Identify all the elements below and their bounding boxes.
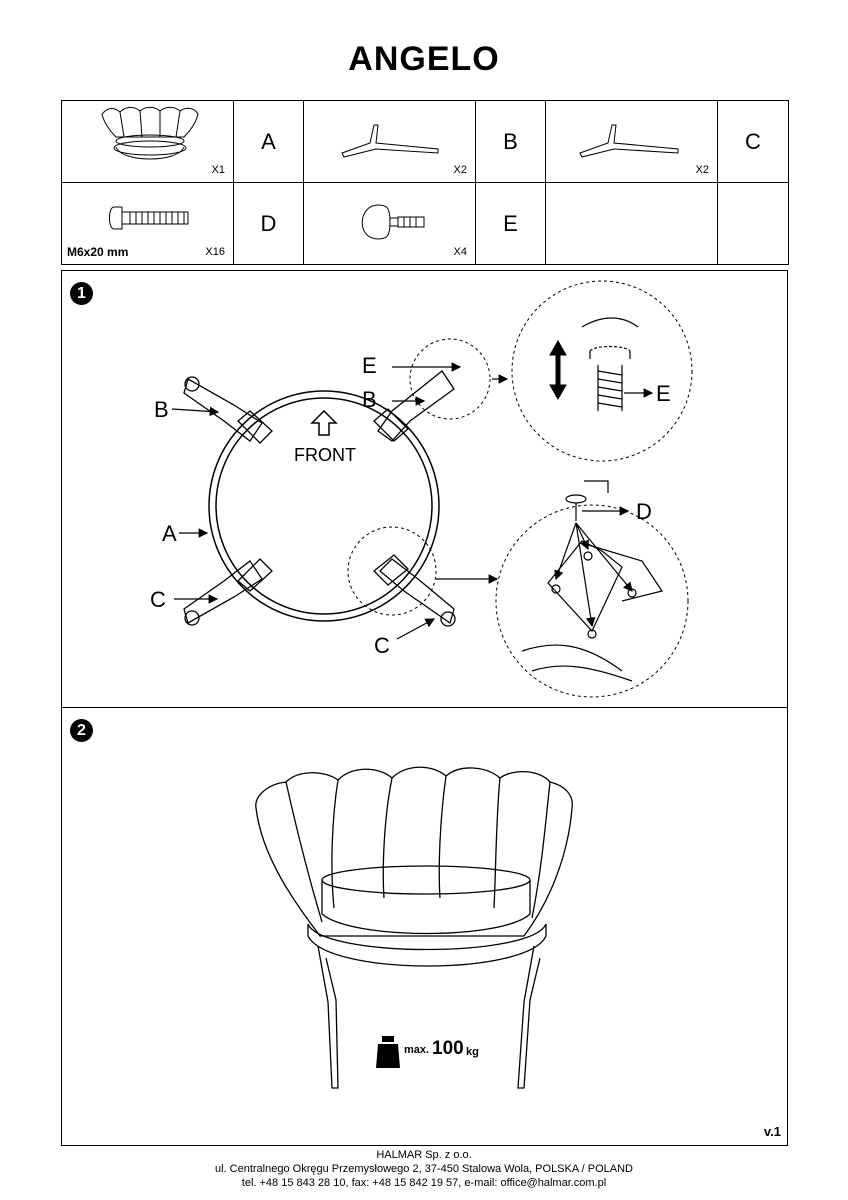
label-c-bottom: C bbox=[374, 633, 390, 658]
leg-c-qty: X2 bbox=[695, 164, 709, 176]
bolt-qty: X16 bbox=[205, 246, 225, 258]
bolt-illustration bbox=[109, 206, 189, 230]
step-1-diagram bbox=[171, 280, 693, 698]
parts-table: X1 A X2 B X2 C bbox=[61, 100, 789, 265]
part-bolt-cell: M6x20 mm X16 bbox=[61, 182, 234, 265]
step-2-panel: 2 max. 100 kg v.1 bbox=[61, 707, 788, 1146]
max-weight-value: 100 bbox=[432, 1038, 464, 1059]
step-2-number: 2 bbox=[70, 719, 93, 742]
front-arrow-icon bbox=[310, 409, 338, 436]
adjust-arrow-icon bbox=[549, 339, 567, 401]
step-1-number: 1 bbox=[70, 282, 93, 305]
seat-ring bbox=[208, 390, 440, 622]
label-e-top: E bbox=[362, 353, 377, 378]
part-d-letter: D bbox=[233, 182, 304, 265]
leg-b-qty: X2 bbox=[453, 164, 467, 176]
footer-contact: tel. +48 15 843 28 10, fax: +48 15 842 1… bbox=[241, 1177, 607, 1189]
label-d-zoom: D bbox=[636, 499, 652, 524]
part-glide-cell: X4 bbox=[303, 182, 476, 265]
label-c-left: C bbox=[150, 587, 166, 612]
label-b-right: B bbox=[362, 387, 377, 412]
seat-illustration bbox=[101, 106, 199, 160]
glide-qty: X4 bbox=[453, 246, 467, 258]
assembled-chair-illustration bbox=[255, 766, 573, 1089]
seat-qty: X1 bbox=[211, 164, 225, 176]
part-b-letter: B bbox=[475, 100, 546, 183]
glide-illustration bbox=[361, 204, 425, 240]
empty-cell-2 bbox=[717, 182, 789, 265]
label-b-left: B bbox=[154, 397, 169, 422]
max-weight-unit: kg bbox=[466, 1046, 479, 1058]
zoom-circles bbox=[347, 280, 693, 698]
part-a-letter: A bbox=[233, 100, 304, 183]
version-label: v.1 bbox=[763, 1124, 781, 1139]
part-leg-c-cell: X2 bbox=[545, 100, 718, 183]
max-weight-prefix: max. bbox=[404, 1044, 430, 1056]
glide-zoom-drawing bbox=[581, 317, 654, 411]
bolt-zoom-drawing bbox=[521, 480, 663, 682]
bolt-size: M6x20 mm bbox=[67, 245, 129, 259]
page-title: ANGELO bbox=[348, 40, 500, 78]
footer-company: HALMAR Sp. z o.o. bbox=[376, 1149, 472, 1161]
part-e-letter: E bbox=[475, 182, 546, 265]
footer-address: ul. Centralnego Okręgu Przemysłowego 2, … bbox=[214, 1163, 633, 1175]
part-c-letter: C bbox=[717, 100, 789, 183]
part-seat-cell: X1 bbox=[61, 100, 234, 183]
leg-c-illustration bbox=[579, 124, 679, 158]
label-e-zoom: E bbox=[656, 381, 671, 406]
front-label: FRONT bbox=[294, 445, 356, 465]
weight-icon bbox=[376, 1036, 400, 1068]
empty-cell-1 bbox=[545, 182, 718, 265]
part-leg-b-cell: X2 bbox=[303, 100, 476, 183]
legs-drawing bbox=[183, 370, 456, 627]
leg-b-illustration bbox=[341, 124, 439, 158]
label-a: A bbox=[162, 521, 177, 546]
step-1-panel: 1 bbox=[61, 270, 788, 708]
